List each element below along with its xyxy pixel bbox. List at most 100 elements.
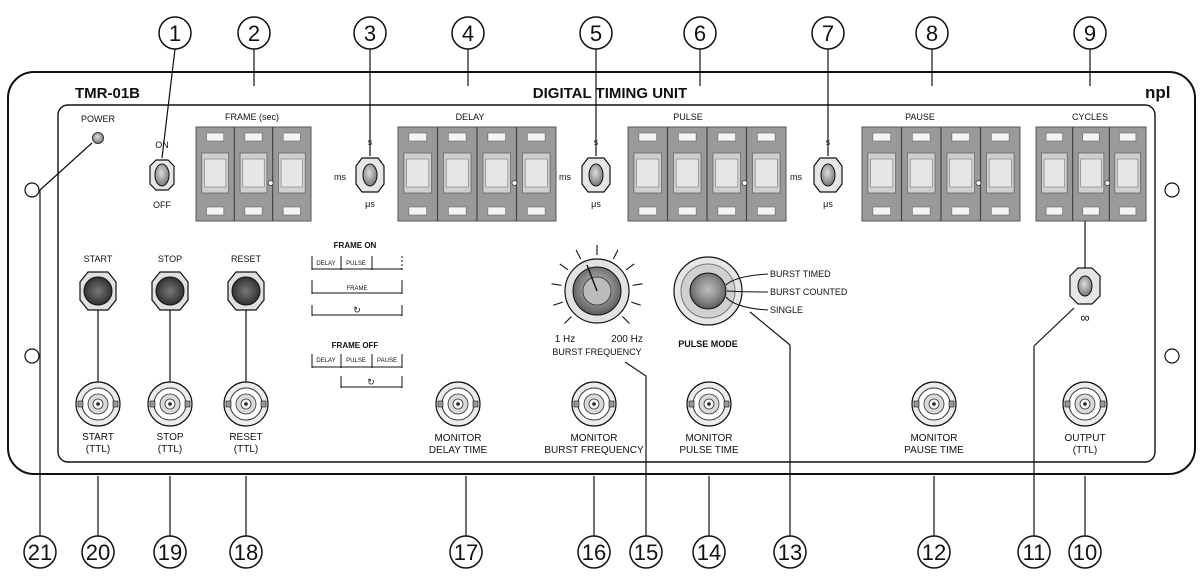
callout-11: 11 [1017,535,1051,569]
pulse-display-label: PULSE [673,112,703,122]
monitor-burst-bnc-connector[interactable] [571,381,617,427]
mounting-hole [24,182,40,198]
monitor-pause-label: MONITOR [910,433,957,444]
callout-number: 15 [634,540,658,565]
callout-9: 9 [1073,16,1107,50]
pulse-unit-toggle[interactable]: s ms μs [559,137,611,209]
burst-min-label: 1 Hz [555,334,576,345]
pause-unit-us-label: μs [823,199,833,209]
callout-number: 7 [822,21,834,46]
start-button-label: START [84,254,113,264]
callout-2: 2 [237,16,271,50]
callout-number: 3 [364,21,376,46]
callout-19: 19 [153,535,187,569]
start-bnc-connector[interactable] [75,381,121,427]
frame-thumbwheel-display[interactable] [195,126,312,222]
pulse-mode-selector[interactable] [673,256,769,326]
timing-diagram: FRAME ON DELAY PULSE FRAME ↻ FRAME OFF D… [311,241,403,388]
callout-6: 6 [683,16,717,50]
callout-1: 1 [158,16,192,50]
callout-number: 4 [462,21,474,46]
callout-20: 20 [81,535,115,569]
callout-number: 5 [590,21,602,46]
frame-on-title: FRAME ON [334,241,377,250]
monitor-pulse-sublabel: PULSE TIME [679,445,739,456]
callout-8: 8 [915,16,949,50]
start-connector-sublabel: (TTL) [86,444,110,455]
frame-off-repeat-symbol: ↻ [367,377,375,387]
callout-15: 15 [629,535,663,569]
power-led [92,132,104,144]
reset-button-label: RESET [231,254,262,264]
power-toggle-switch[interactable]: ON OFF [149,140,175,210]
pause-unit-toggle[interactable]: s ms μs [790,137,843,209]
monitor-burst-sublabel: BURST FREQUENCY [544,445,644,456]
callout-number: 17 [454,540,478,565]
callout-leaders [39,48,1091,538]
panel-title: DIGITAL TIMING UNIT [533,85,687,102]
pulse-unit-ms-label: ms [559,172,571,182]
monitor-pause-sublabel: PAUSE TIME [904,445,964,456]
frame-off-title: FRAME OFF [332,341,379,350]
callout-number: 9 [1084,21,1096,46]
cycles-infinite-toggle[interactable]: ∞ [1069,267,1101,325]
burst-max-label: 200 Hz [611,334,643,345]
callout-number: 20 [86,540,110,565]
callout-13: 13 [773,535,807,569]
delay-unit-us-label: μs [365,199,375,209]
burst-frequency-label: BURST FREQUENCY [552,347,641,357]
power-off-label: OFF [153,200,171,210]
frame-on-frame-cell: FRAME [347,286,368,292]
monitor-delay-bnc-connector[interactable] [435,381,481,427]
monitor-pulse-label: MONITOR [685,433,732,444]
callout-number: 1 [169,21,181,46]
pause-thumbwheel-display[interactable] [861,126,1021,222]
pause-display-label: PAUSE [905,112,935,122]
callout-3: 3 [353,16,387,50]
pulse-thumbwheel-display[interactable] [627,126,787,222]
reset-push-button[interactable] [227,271,265,311]
output-connector-sublabel: (TTL) [1073,445,1097,456]
reset-bnc-connector[interactable] [223,381,269,427]
delay-unit-ms-label: ms [334,172,346,182]
model-label: TMR-01B [75,85,140,102]
callout-12: 12 [917,535,951,569]
stop-connector-sublabel: (TTL) [158,444,182,455]
pulse-unit-us-label: μs [591,199,601,209]
frame-display-label: FRAME (sec) [225,112,279,122]
stop-button-label: STOP [158,254,182,264]
pulse-mode-burst-timed: BURST TIMED [770,269,831,279]
output-connector-label: OUTPUT [1064,433,1105,444]
burst-frequency-knob[interactable] [551,245,643,324]
output-bnc-connector[interactable] [1062,381,1108,427]
callout-5: 5 [579,16,613,50]
frame-off-pulse-cell: PULSE [346,358,366,364]
start-push-button[interactable] [79,271,117,311]
monitor-pulse-bnc-connector[interactable] [686,381,732,427]
callout-number: 16 [582,540,606,565]
callout-number: 2 [248,21,260,46]
callout-18: 18 [229,535,263,569]
delay-display-label: DELAY [456,112,485,122]
callout-number: 12 [922,540,946,565]
callout-number: 14 [697,540,721,565]
callout-17: 17 [449,535,483,569]
reset-connector-label: RESET [229,432,262,443]
delay-thumbwheel-display[interactable] [397,126,557,222]
mounting-hole [24,348,40,364]
cycles-display-label: CYCLES [1072,112,1108,122]
frame-on-delay-cell: DELAY [316,261,335,267]
callout-4: 4 [451,16,485,50]
monitor-pause-bnc-connector[interactable] [911,381,957,427]
frame-off-pause-cell: PAUSE [377,358,397,364]
mounting-hole [1164,182,1180,198]
stop-bnc-connector[interactable] [147,381,193,427]
frame-off-delay-cell: DELAY [316,358,335,364]
callout-number: 18 [234,540,258,565]
stop-push-button[interactable] [151,271,189,311]
callout-number: 21 [28,540,52,565]
reset-connector-sublabel: (TTL) [234,444,258,455]
pause-unit-ms-label: ms [790,172,802,182]
cycles-thumbwheel-display[interactable] [1035,126,1147,222]
